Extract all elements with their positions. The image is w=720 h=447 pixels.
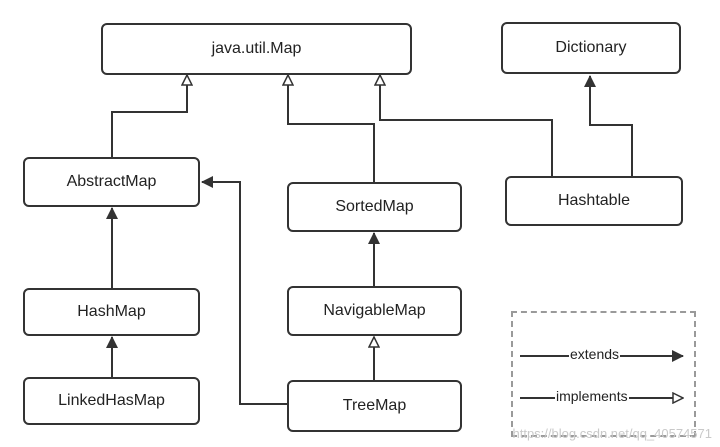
sortedmap-interface-node: SortedMap — [287, 182, 462, 232]
map-interface-node: java.util.Map — [101, 23, 412, 75]
treemap-class-node: TreeMap — [287, 380, 462, 432]
navigablemap-interface-node: NavigableMap — [287, 286, 462, 336]
legend-implements-label: implements — [555, 388, 629, 404]
abstractmap-implements-map-connector — [111, 75, 187, 157]
linkedhasmap-class-node: LinkedHasMap — [23, 377, 200, 425]
legend-extends-label: extends — [569, 346, 621, 362]
hashmap-class-node: HashMap — [23, 288, 200, 336]
sortedmap-implements-map-connector — [288, 75, 375, 182]
watermark-text: https://blog.csdn.net/qq_40574571 — [512, 426, 713, 441]
hashtable-class-node: Hashtable — [505, 176, 683, 226]
legend-box — [511, 311, 696, 437]
dictionary-class-node: Dictionary — [501, 22, 681, 74]
treemap-extends-abstractmap-connector — [201, 176, 287, 405]
abstractmap-class-node: AbstractMap — [23, 157, 200, 207]
hashtable-extends-dictionary-connector — [584, 75, 633, 176]
hashtable-implements-map-connector — [380, 75, 553, 176]
